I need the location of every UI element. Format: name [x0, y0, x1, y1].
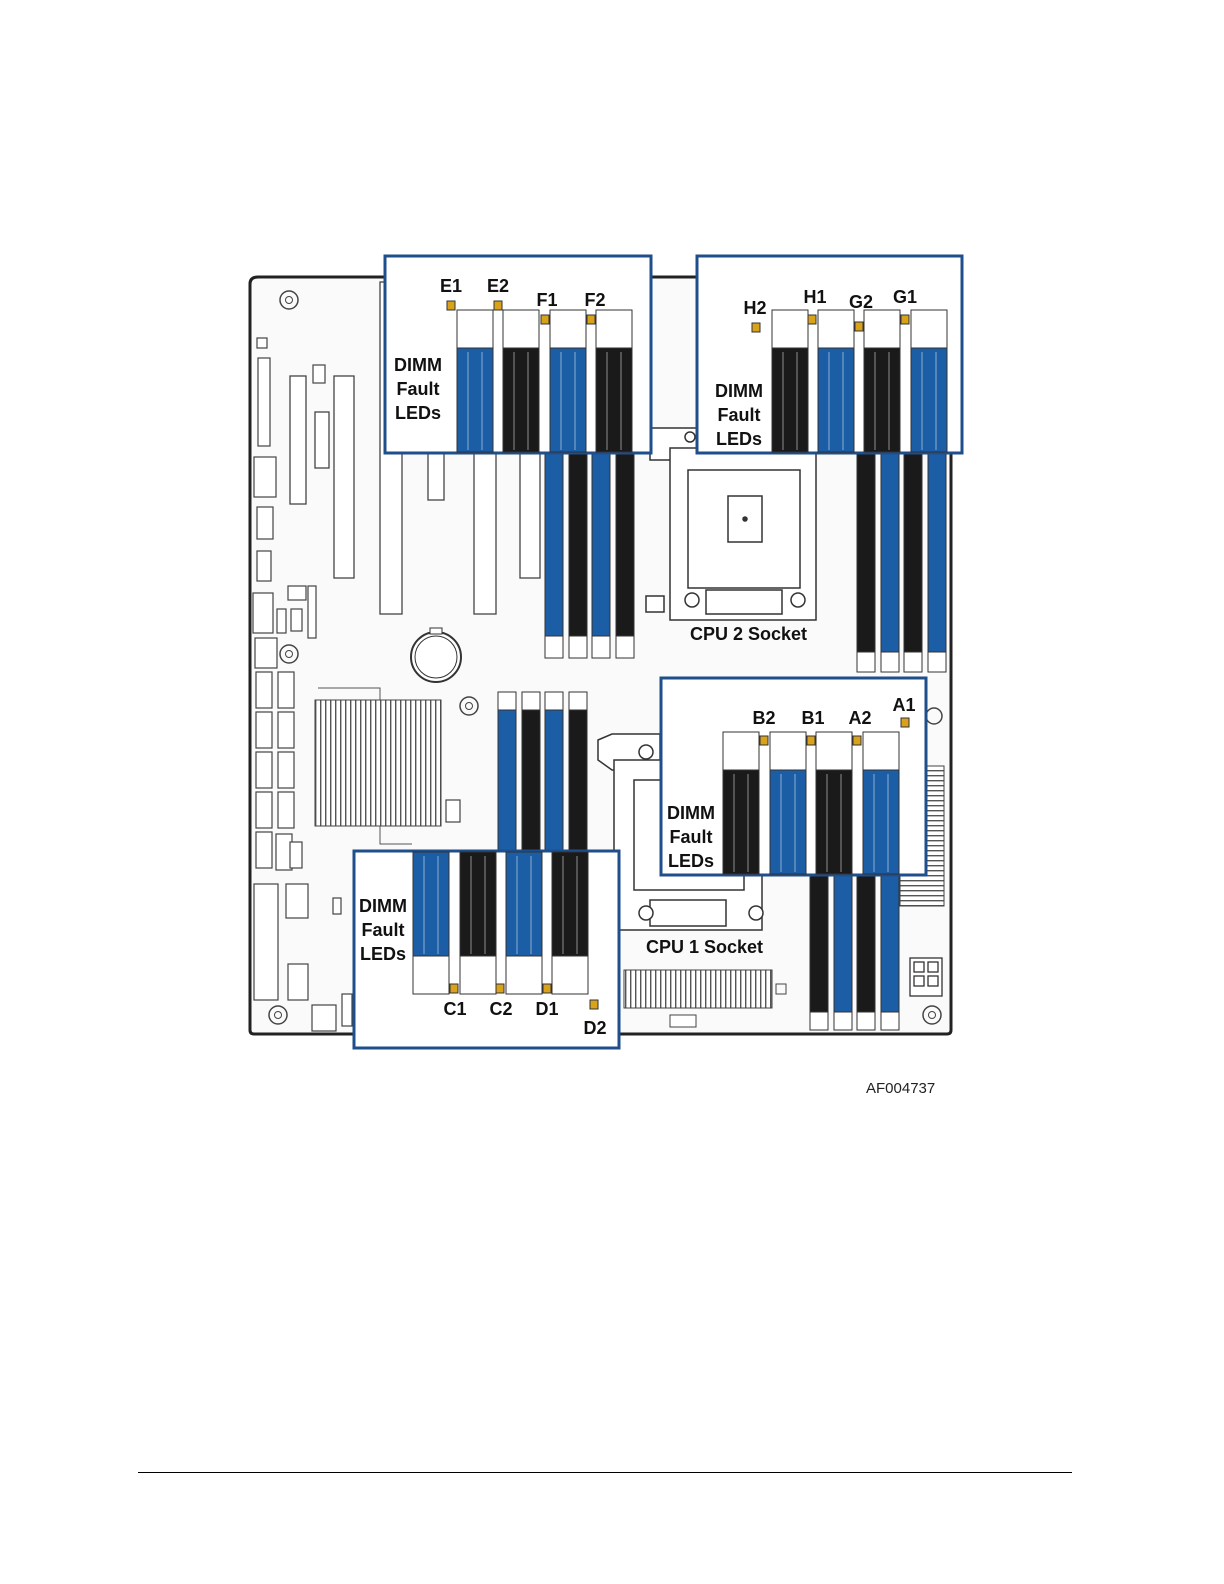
dimm-fault-leds-label-line1: DIMM: [394, 355, 442, 375]
slot-label-a1: A1: [892, 695, 915, 715]
slot-label-h2: H2: [743, 298, 766, 318]
slot-label-b2: B2: [752, 708, 775, 728]
led-f2: [587, 315, 595, 324]
footer-rule: [138, 1472, 1072, 1473]
led-e1: [447, 301, 455, 310]
callout-e-f-leds: DIMM Fault LEDs E1 E2 F1 F2: [385, 256, 651, 453]
dimm-fault-leds-label-line2: Fault: [397, 379, 440, 399]
chipset-heatsink: [315, 688, 441, 844]
dimm-fault-leds-label-line1: DIMM: [359, 896, 407, 916]
cpu1-socket-label: CPU 1 Socket: [646, 937, 763, 957]
dimm-fault-leds-label-line1: DIMM: [667, 803, 715, 823]
led-g1: [901, 315, 909, 324]
figure-id: AF004737: [866, 1080, 935, 1097]
slot-label-g1: G1: [893, 287, 917, 307]
led-a2: [853, 736, 861, 745]
dimm-fault-leds-label-line3: LEDs: [395, 403, 441, 423]
led-a1: [901, 718, 909, 727]
slot-label-f2: F2: [584, 290, 605, 310]
dimm-fault-leds-label-line2: Fault: [718, 405, 761, 425]
dimm-fault-leds-label-line3: LEDs: [360, 944, 406, 964]
dimm-fault-leds-label-line2: Fault: [670, 827, 713, 847]
dimm-fault-leds-label-line1: DIMM: [715, 381, 763, 401]
dimm-fault-leds-label-line3: LEDs: [716, 429, 762, 449]
slot-label-c1: C1: [443, 999, 466, 1019]
slot-label-h1: H1: [803, 287, 826, 307]
led-h2: [752, 323, 760, 332]
slot-label-e2: E2: [487, 276, 509, 296]
led-e2: [494, 301, 502, 310]
led-g2: [855, 322, 863, 331]
slot-label-d1: D1: [535, 999, 558, 1019]
slot-label-g2: G2: [849, 292, 873, 312]
slot-label-e1: E1: [440, 276, 462, 296]
led-d2: [590, 1000, 598, 1009]
dimm-fault-leds-label-line3: LEDs: [668, 851, 714, 871]
led-c2: [496, 984, 504, 993]
led-b2: [760, 736, 768, 745]
cpu2-socket-label: CPU 2 Socket: [690, 624, 807, 644]
led-c1: [450, 984, 458, 993]
slot-label-b1: B1: [801, 708, 824, 728]
dimm-fault-leds-label-line2: Fault: [362, 920, 405, 940]
slot-label-f1: F1: [536, 290, 557, 310]
led-f1: [541, 315, 549, 324]
cpu-power-connector: [910, 958, 942, 996]
slot-label-d2: D2: [583, 1018, 606, 1038]
callout-c-d-leds: DIMM Fault LEDs C1 C2 D1 D2: [354, 851, 619, 1048]
slot-label-c2: C2: [489, 999, 512, 1019]
led-b1: [807, 736, 815, 745]
slot-label-a2: A2: [848, 708, 871, 728]
led-h1: [808, 315, 816, 324]
callout-a-b-leds: DIMM Fault LEDs B2 B1 A2 A1: [661, 678, 926, 875]
led-d1: [543, 984, 551, 993]
callout-g-h-leds: DIMM Fault LEDs H2 H1 G2 G1: [697, 256, 962, 453]
